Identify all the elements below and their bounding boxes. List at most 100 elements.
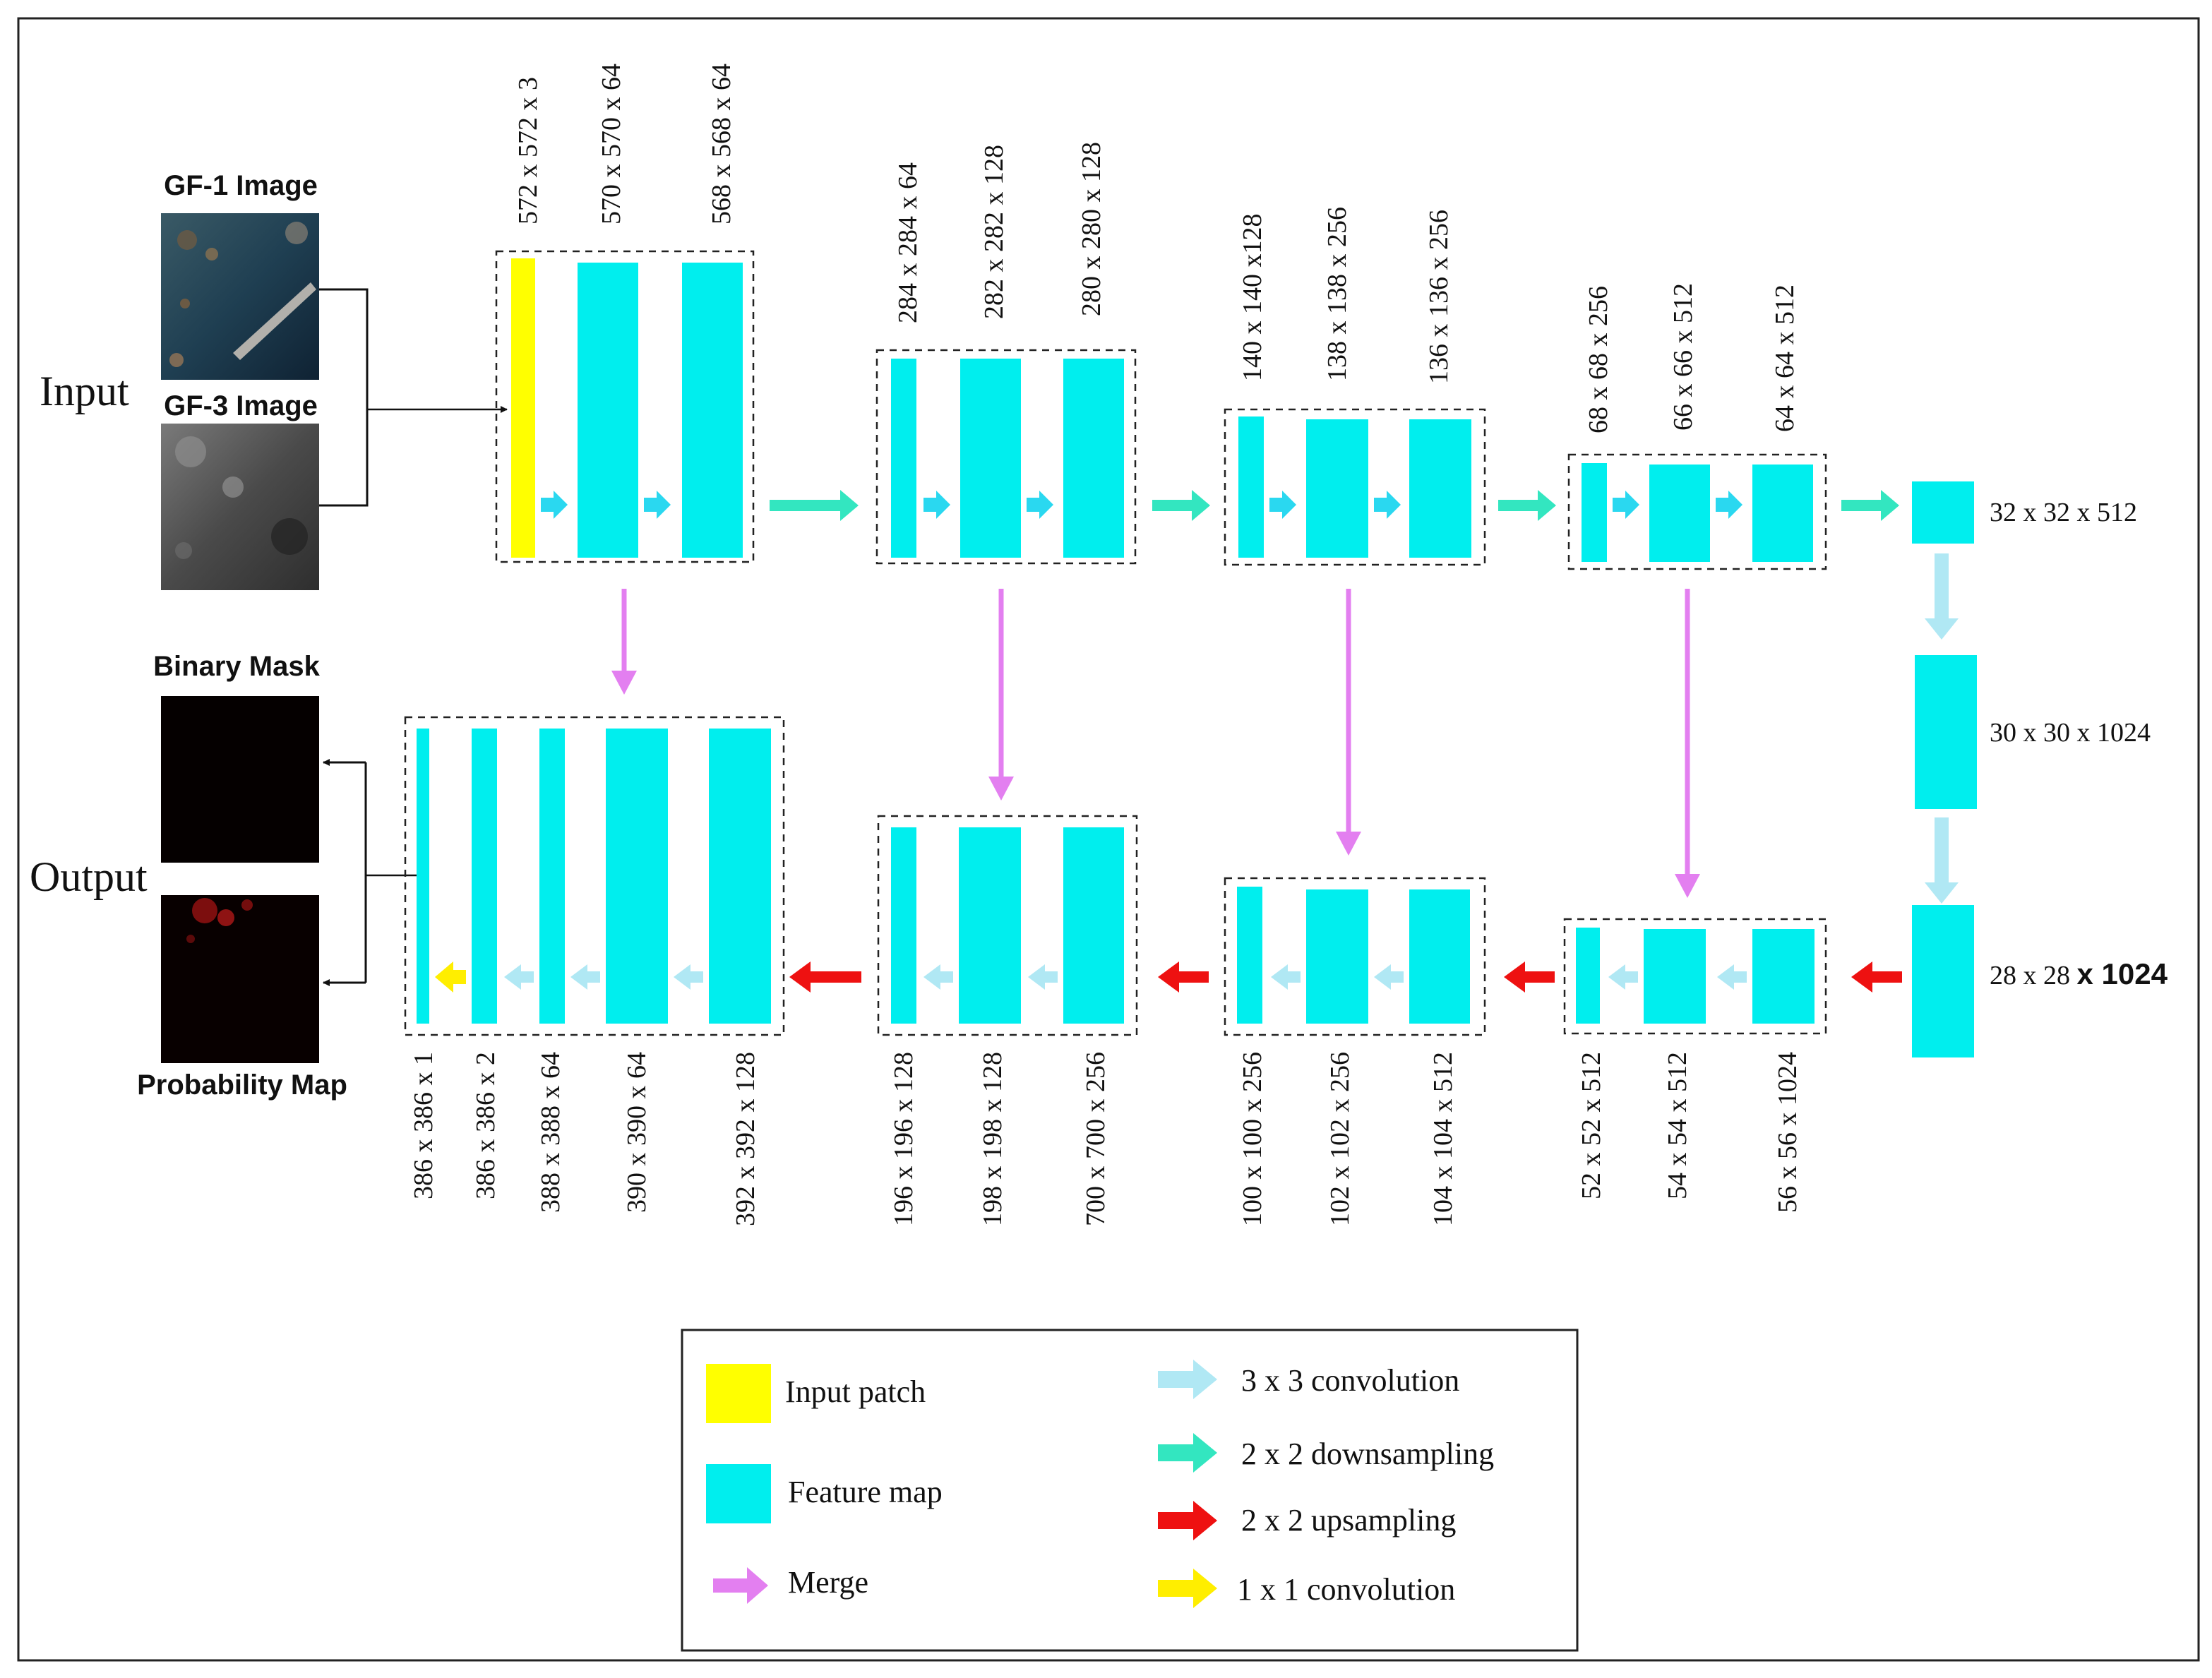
- legend-upsample: 2 x 2 upsampling: [1241, 1503, 1456, 1538]
- bottleneck-feature-map: [1915, 655, 1977, 809]
- dim-label: 52 x 52 x 512: [1577, 1052, 1606, 1199]
- legend-swatch-upsample: [1158, 1501, 1217, 1540]
- feature-map: [709, 729, 771, 1024]
- gf1-image-label: GF-1 Image: [164, 170, 318, 201]
- dim-label: 284 x 284 x 64: [893, 162, 923, 323]
- conv3x3-arrow: [674, 964, 703, 990]
- legend-merge: Merge: [788, 1565, 868, 1600]
- decoder-2-frame: [877, 815, 1138, 1036]
- gf3-image-label: GF-3 Image: [164, 390, 318, 421]
- dim-label: 102 x 102 x 256: [1325, 1052, 1355, 1226]
- conv3x3-arrow: [1269, 491, 1296, 519]
- feature-map: [1582, 463, 1607, 562]
- conv3x3-arrow: [1374, 964, 1404, 990]
- probability-map-image: [161, 895, 319, 1063]
- encoder-2-frame: [875, 349, 1137, 565]
- downsample-arrow: [1841, 490, 1899, 521]
- legend-conv1x1: 1 x 1 convolution: [1237, 1572, 1455, 1607]
- dim-label: 568 x 568 x 64: [707, 64, 736, 224]
- feature-map: [1644, 929, 1706, 1024]
- downsample-arrow: [1498, 490, 1556, 521]
- conv3x3-arrow: [1608, 964, 1638, 990]
- output-feature-map: [417, 729, 429, 1024]
- legend-input-patch: Input patch: [785, 1374, 926, 1409]
- legend-swatch-conv3x3: [1158, 1360, 1217, 1399]
- encoder-3-frame: [1224, 408, 1486, 566]
- gf3-image: [161, 424, 319, 590]
- dim-label: 392 x 392 x 128: [731, 1052, 760, 1226]
- feature-map: [1063, 827, 1124, 1024]
- feature-map: [1409, 419, 1471, 558]
- feature-map: [891, 359, 916, 558]
- dim-label: 386 x 386 x 2: [471, 1052, 501, 1199]
- input-label: Input: [40, 368, 129, 414]
- feature-map: [1649, 465, 1710, 562]
- feature-map: [959, 827, 1021, 1024]
- conv3x3-arrow: [923, 964, 953, 990]
- upsample-arrows: [789, 961, 1902, 993]
- merge-arrow: [611, 589, 637, 695]
- conv3x3-arrow: [1027, 491, 1053, 519]
- feature-map: [539, 729, 565, 1024]
- conv3x3-arrow: [1613, 491, 1639, 519]
- feature-map: [1409, 889, 1470, 1024]
- encoder-4-frame: [1567, 453, 1827, 570]
- dim-label: 104 x 104 x 512: [1428, 1052, 1458, 1226]
- legend-swatch-conv1x1: [1158, 1569, 1217, 1608]
- dim-label: 386 x 386 x 1: [409, 1052, 438, 1199]
- conv3x3-arrow: [644, 491, 671, 519]
- legend-swatch-input-patch: [706, 1364, 771, 1423]
- bottleneck-dim-label: 30 x 30 x 1024: [1990, 718, 2151, 748]
- dim-label: 570 x 570 x 64: [597, 64, 626, 224]
- dim-label: 68 x 68 x 256: [1584, 286, 1613, 433]
- bottleneck-feature-map: [1912, 905, 1974, 1057]
- legend-swatch-merge: [713, 1567, 768, 1604]
- decoder-3-frame: [1224, 877, 1486, 1036]
- feature-map: [1752, 465, 1813, 562]
- gf1-image: [161, 213, 319, 380]
- upsample-arrow: [1851, 961, 1902, 993]
- feature-map: [1237, 887, 1262, 1024]
- binary-mask-label: Binary Mask: [153, 651, 320, 682]
- conv3x3-arrow: [504, 964, 534, 990]
- conv3x3-arrows-bottleneck: [1925, 553, 1959, 904]
- conv3x3-arrow: [570, 964, 600, 990]
- legend-swatch-feature-map: [706, 1464, 771, 1523]
- conv3x3-arrow: [1271, 964, 1301, 990]
- dim-label: 54 x 54 x 512: [1663, 1052, 1692, 1199]
- conv3x3-arrow: [923, 491, 950, 519]
- conv3x3-arrow: [1716, 491, 1742, 519]
- input-connector: [319, 288, 369, 507]
- merge-arrow: [1336, 589, 1361, 856]
- merge-arrows: [611, 589, 1700, 898]
- dim-label: 280 x 280 x 128: [1077, 142, 1106, 316]
- feature-map: [1752, 929, 1815, 1024]
- feature-map: [472, 729, 497, 1024]
- dim-label: 56 x 56 x 1024: [1773, 1052, 1803, 1213]
- probability-map-label: Probability Map: [137, 1069, 347, 1101]
- legend-conv3x3: 3 x 3 convolution: [1241, 1363, 1459, 1398]
- dim-label: 388 x 388 x 64: [536, 1052, 566, 1213]
- conv3x3-arrow: [1925, 553, 1959, 640]
- dim-label: 390 x 390 x 64: [622, 1052, 652, 1213]
- dim-label: 198 x 198 x 128: [978, 1052, 1008, 1226]
- bottleneck-dim-label: 28 x 28 x 1024: [1990, 957, 2168, 990]
- dim-label: 138 x 138 x 256: [1322, 207, 1352, 381]
- dim-label: 100 x 100 x 256: [1238, 1052, 1267, 1226]
- binary-mask-image: [161, 696, 319, 863]
- feature-map: [1576, 928, 1600, 1024]
- feature-map: [891, 827, 916, 1024]
- decoder-1-frame: [404, 716, 785, 1036]
- conv1x1-arrow: [435, 961, 466, 993]
- dim-label: 64 x 64 x 512: [1770, 284, 1800, 432]
- dim-label: 572 x 572 x 3: [513, 77, 543, 224]
- merge-arrow: [988, 589, 1014, 801]
- downsample-arrow: [770, 490, 859, 521]
- dim-label: 136 x 136 x 256: [1424, 210, 1454, 384]
- conv3x3-arrow: [1925, 817, 1959, 904]
- dim-label: 140 x 140 x128: [1238, 214, 1267, 382]
- input-patch-bar: [511, 258, 535, 558]
- dim-label: 700 x 700 x 256: [1081, 1052, 1111, 1226]
- feature-map: [606, 729, 668, 1024]
